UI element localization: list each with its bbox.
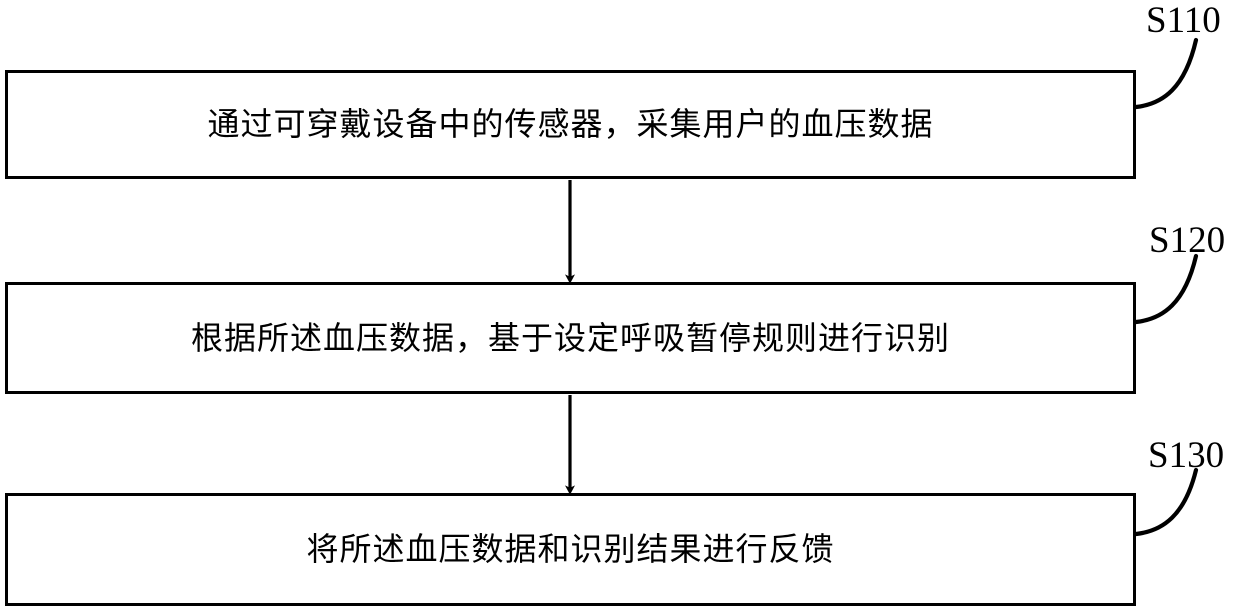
process-box-s110[interactable]: 通过可穿戴设备中的传感器，采集用户的血压数据 [5, 70, 1136, 179]
process-box-s130-text: 将所述血压数据和识别结果进行反馈 [306, 531, 835, 568]
process-box-s130[interactable]: 将所述血压数据和识别结果进行反馈 [5, 493, 1136, 606]
leader-line-s130 [1133, 467, 1199, 537]
step-label-s120: S120 [1149, 220, 1226, 261]
process-box-s120-text: 根据所述血压数据，基于设定呼吸暂停规则进行识别 [190, 319, 950, 356]
process-box-s120[interactable]: 根据所述血压数据，基于设定呼吸暂停规则进行识别 [5, 282, 1136, 394]
leader-line-s120 [1133, 253, 1199, 325]
process-box-s110-text: 通过可穿戴设备中的传感器，采集用户的血压数据 [207, 106, 934, 143]
step-label-s110: S110 [1146, 0, 1221, 41]
leader-line-s110 [1133, 37, 1199, 110]
step-label-s130: S130 [1148, 435, 1225, 476]
